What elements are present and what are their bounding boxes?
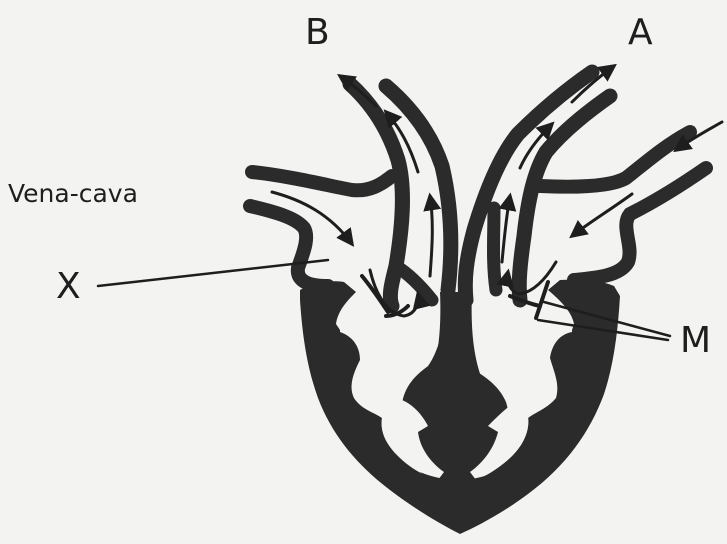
label-a: A xyxy=(628,12,653,53)
vessel-b-upflow-arrow-1 xyxy=(430,196,432,276)
label-vena-cava: Vena-cava xyxy=(8,179,138,208)
inner-vessel-left xyxy=(396,266,432,300)
label-x: X xyxy=(56,266,81,307)
left-atrium-lower-wall xyxy=(250,206,328,286)
ventricle-walls xyxy=(300,280,620,534)
inner-vessel-right xyxy=(494,208,497,290)
label-m: M xyxy=(680,320,711,361)
label-b: B xyxy=(305,12,330,53)
left-atrium-upper-wall xyxy=(252,172,392,190)
vessel-a-upflow-arrow-1 xyxy=(502,196,510,262)
right-av-valve xyxy=(536,282,548,318)
